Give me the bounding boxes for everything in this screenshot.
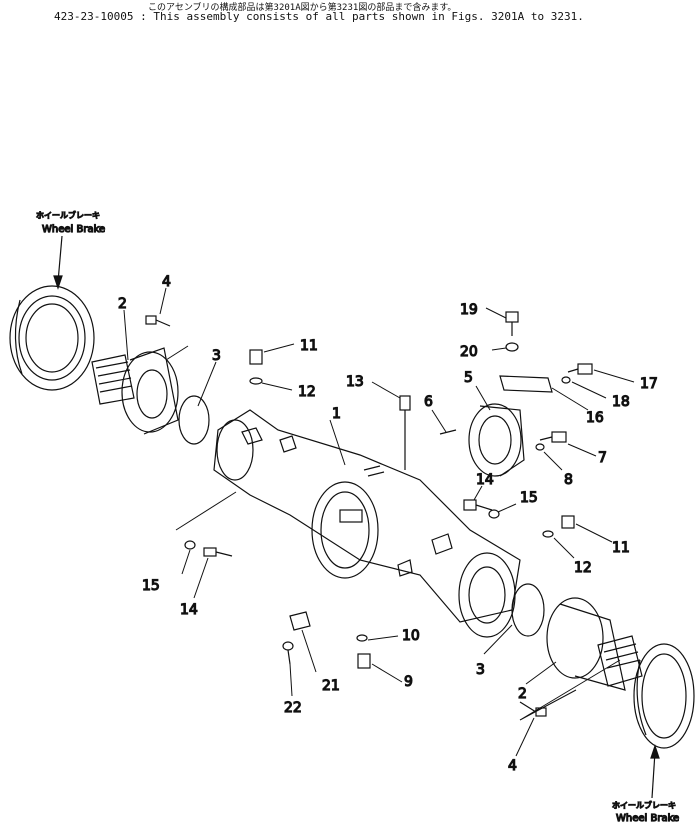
label-part-10: 10 [402,628,420,644]
wheel-brake-left-en: Wheel Brake [42,224,105,235]
washer-18 [561,376,571,384]
washer-12-right [542,530,554,538]
wheel-brake-right-jp: ホイールブレーキ [612,800,676,810]
wheel-brake-right-arrow [651,751,656,799]
label-part-1: 1 [332,406,341,422]
label-part-20: 20 [460,344,478,360]
label-part-15-left: 15 [142,578,160,594]
wheel-brake-left [9,285,95,391]
label-part-4-bottom: 4 [508,758,517,774]
label-part-8: 8 [564,472,573,488]
bolt-14-mid [463,499,493,511]
fitting-13 [399,395,411,470]
housing-window [339,509,363,523]
flange-5 [468,403,525,477]
label-part-2-top: 2 [118,296,127,312]
wheel-brake-left-jp: ホイールブレーキ [36,210,100,220]
label-part-17: 17 [640,376,658,392]
bolt-7 [539,431,567,443]
bolt-19 [505,311,519,336]
bolt-4-top [145,315,171,327]
label-part-13: 13 [346,374,364,390]
label-part-5: 5 [464,370,473,386]
label-part-2-bottom: 2 [518,686,527,702]
washer-15-left [184,540,196,550]
label-part-11-right: 11 [612,540,630,556]
label-part-3-top: 3 [212,348,221,364]
breather-11-top [249,349,263,365]
label-part-12-right: 12 [574,560,592,576]
label-part-3-bottom: 3 [476,662,485,678]
label-part-7: 7 [598,450,607,466]
wheel-brake-right [633,643,695,749]
leader-lines [123,287,635,757]
breather-11-right [561,515,575,529]
label-part-14-left: 14 [180,602,198,618]
axle-housing [213,409,521,638]
washer-15-mid [488,509,500,519]
plug-9 [357,653,371,669]
label-part-19: 19 [460,302,478,318]
label-part-12-top: 12 [298,384,316,400]
label-part-4-top: 4 [162,274,171,290]
bolt-4-bottom [519,701,547,717]
axle-shaft-left [91,347,179,435]
label-part-18: 18 [612,394,630,410]
bolt-17 [567,363,593,375]
label-part-22: 22 [284,700,302,716]
washer-8 [535,443,545,451]
washer-12-top [249,377,263,385]
wheel-brake-left-arrowhead [53,275,63,290]
part-number: 423-23-10005 [54,10,134,23]
pin-6 [439,429,457,435]
header-japanese-note: このアセンブリの構成部品は第3201A図から第3231図の部品まで含みます。 [148,3,457,13]
wheel-brake-left-arrow [57,235,63,283]
plate-21 [289,611,311,631]
bolt-14-left [203,547,233,557]
o-ring-left [178,395,210,445]
label-part-14-mid: 14 [476,472,494,488]
bracket-16 [499,375,553,393]
axle-shaft-right [546,597,643,691]
label-part-16: 16 [586,410,604,426]
label-part-6: 6 [424,394,433,410]
label-part-15-mid: 15 [520,490,538,506]
washer-10 [356,634,368,642]
header-english-note: This assembly consists of all parts show… [153,10,584,23]
wheel-brake-right-en: Wheel Brake [616,813,679,824]
wheel-brake-right-arrowhead [650,744,660,759]
screw-22 [282,641,294,665]
label-part-9: 9 [404,674,413,690]
label-part-21: 21 [322,678,340,694]
o-ring-right [511,583,545,637]
label-part-11-top: 11 [300,338,318,354]
header-line: 423-23-10005 : This assembly consists of… [54,10,696,23]
washer-20 [505,342,519,352]
header-separator: : [133,10,154,23]
